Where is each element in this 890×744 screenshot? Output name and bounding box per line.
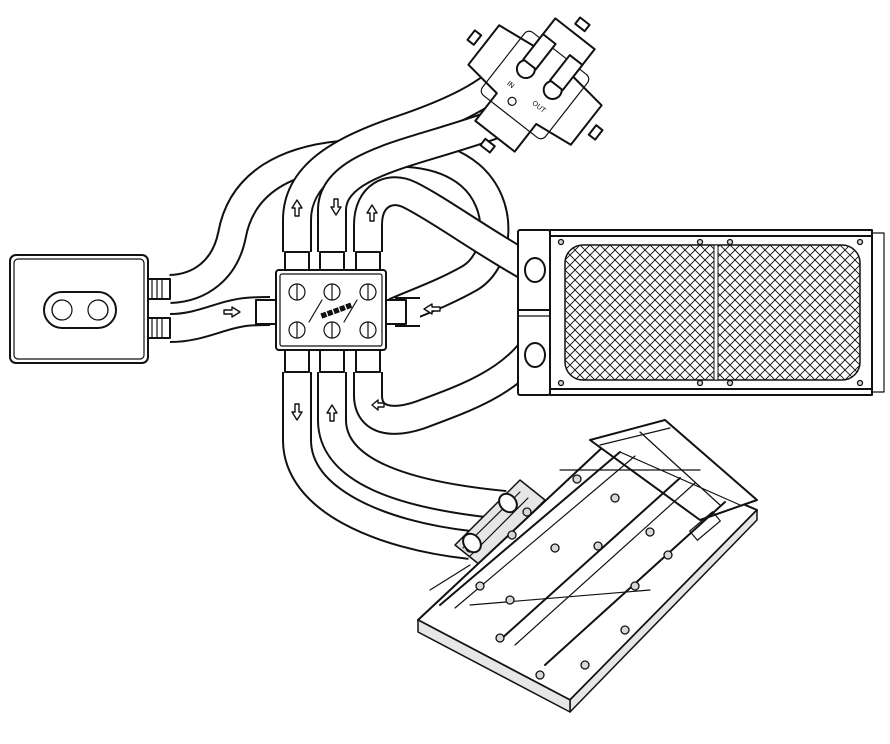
tube-radiator-bottom bbox=[353, 340, 544, 435]
flow-arrow-right-pump bbox=[223, 306, 241, 318]
flow-arrow-left-block bbox=[423, 303, 441, 315]
cpu-port-in-label: IN bbox=[505, 80, 516, 91]
pump-fitting-bottom bbox=[147, 317, 171, 339]
distribution-block: ■■■■■ bbox=[255, 251, 407, 373]
flow-arrow-up-3 bbox=[326, 404, 338, 422]
tubes bbox=[168, 55, 553, 560]
tube-gpu-1 bbox=[317, 372, 507, 520]
gpu-screws bbox=[465, 474, 673, 680]
flow-arrows bbox=[223, 198, 441, 422]
pump-icon bbox=[43, 291, 117, 329]
cpu-block: IN OUT bbox=[466, 16, 604, 154]
flow-arrow-up-2 bbox=[366, 204, 378, 222]
flow-arrow-up-1 bbox=[291, 199, 303, 217]
pump-reservoir bbox=[9, 254, 171, 364]
gpu-block bbox=[417, 419, 758, 713]
manifold-icon bbox=[288, 283, 377, 339]
tube-gpu-2 bbox=[282, 372, 472, 560]
flow-arrow-left-rad bbox=[371, 399, 385, 411]
flow-arrow-down-2 bbox=[291, 403, 303, 421]
cpu-block-icon bbox=[515, 33, 584, 100]
pump-fitting-top bbox=[147, 278, 171, 300]
tube-cpu-1 bbox=[282, 55, 527, 252]
radiator bbox=[517, 229, 885, 396]
flow-arrow-down-1 bbox=[330, 198, 342, 216]
radiator-icon bbox=[564, 244, 861, 381]
